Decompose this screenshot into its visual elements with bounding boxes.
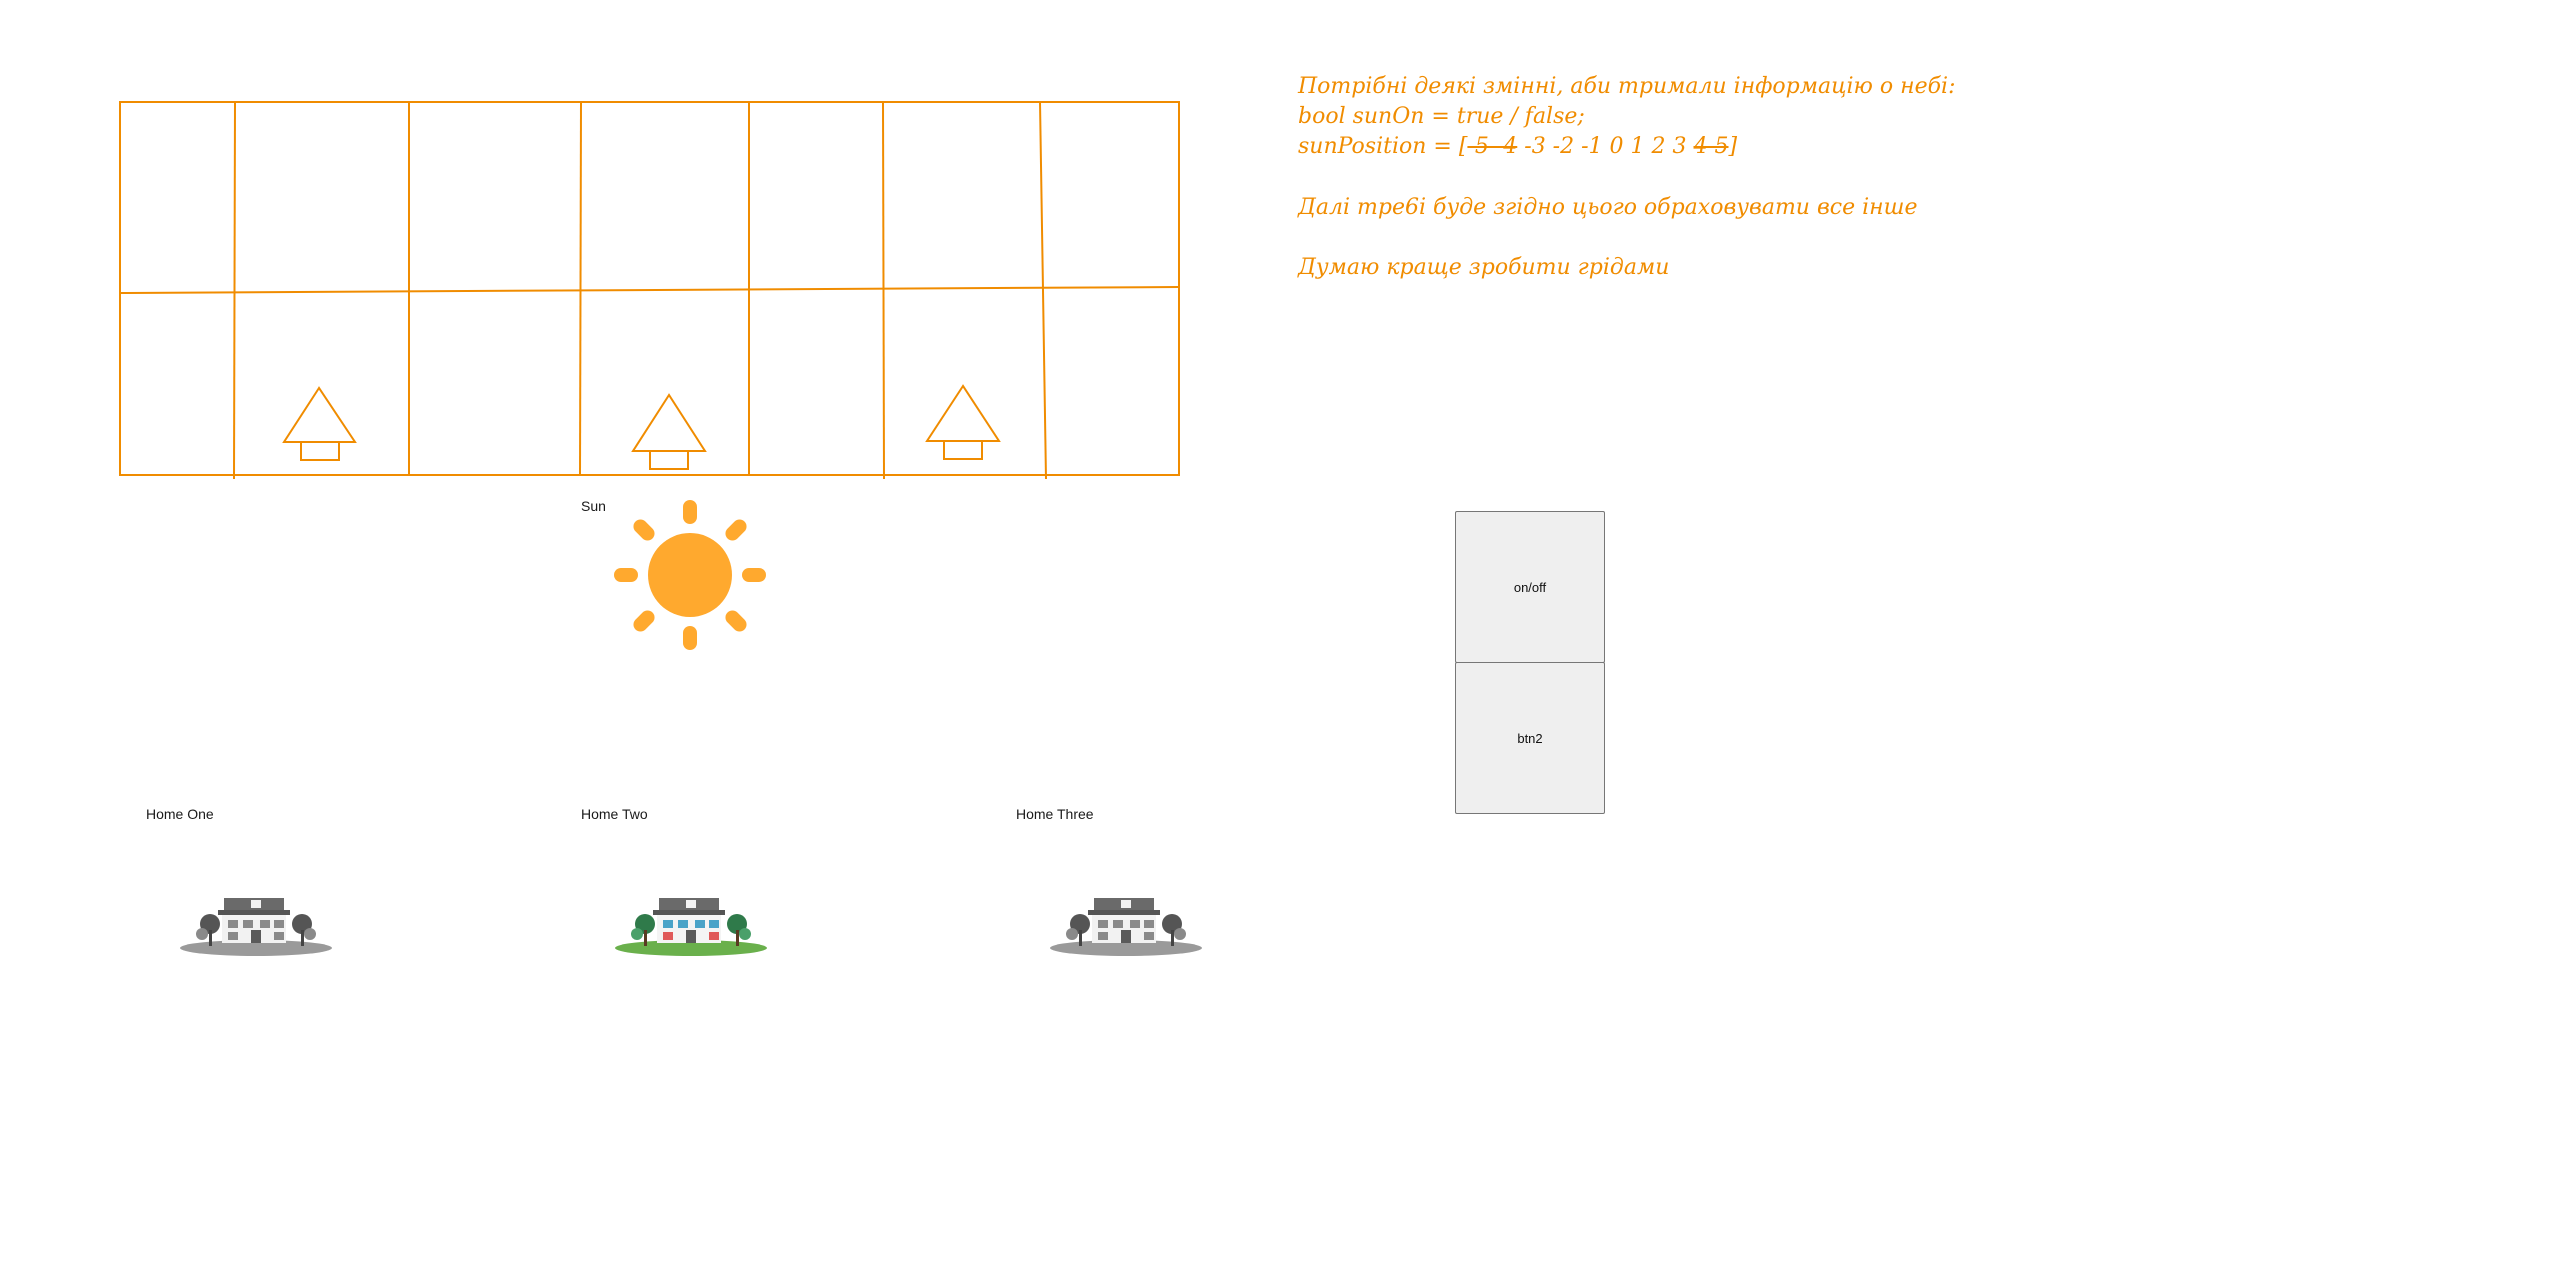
note-struck-end: 4 5 [1693, 134, 1729, 159]
grid-col-divider [233, 101, 236, 480]
note-line-3-middle: -3 -2 -1 0 1 2 3 [1517, 134, 1694, 159]
grid-col-divider [579, 101, 582, 476]
note-line-3: sunPosition = [-5 -4 -3 -2 -1 0 1 2 3 4 … [1298, 132, 1737, 162]
note-line-1: Потрібні деякі змінні, аби тримали інфор… [1298, 74, 1956, 99]
sun-icon [614, 500, 766, 650]
note-line-4: Далі тре6і буде згідно цього обраховуват… [1298, 195, 1918, 220]
arrow-marker-1 [282, 386, 357, 461]
arrow-marker-3 [925, 384, 1001, 460]
grid-frame [119, 101, 1180, 476]
home-one-house-icon [180, 898, 332, 956]
note-line-2: bool sunOn = true / false; [1298, 104, 1585, 129]
home-three-house-icon [1050, 898, 1202, 956]
grid-col-divider [1039, 101, 1047, 480]
home-two-label: Home Two [581, 806, 648, 822]
note-line-3-prefix: sunPosition = [ [1298, 134, 1468, 159]
note-line-5: Думаю краще зробити грідами [1298, 255, 1670, 280]
grid-col-divider [882, 101, 885, 480]
home-two-house-icon [615, 898, 767, 956]
home-one-label: Home One [146, 806, 214, 822]
grid-row-divider [119, 286, 1180, 294]
arrow-marker-2 [631, 393, 707, 470]
on-off-button[interactable]: on/off [1455, 511, 1605, 663]
sun-label: Sun [581, 498, 606, 514]
btn2-button[interactable]: btn2 [1455, 662, 1605, 814]
note-line-3-suffix: ] [1728, 134, 1738, 159]
note-struck-start: -5 -4 [1467, 134, 1518, 159]
home-three-label: Home Three [1016, 806, 1094, 822]
